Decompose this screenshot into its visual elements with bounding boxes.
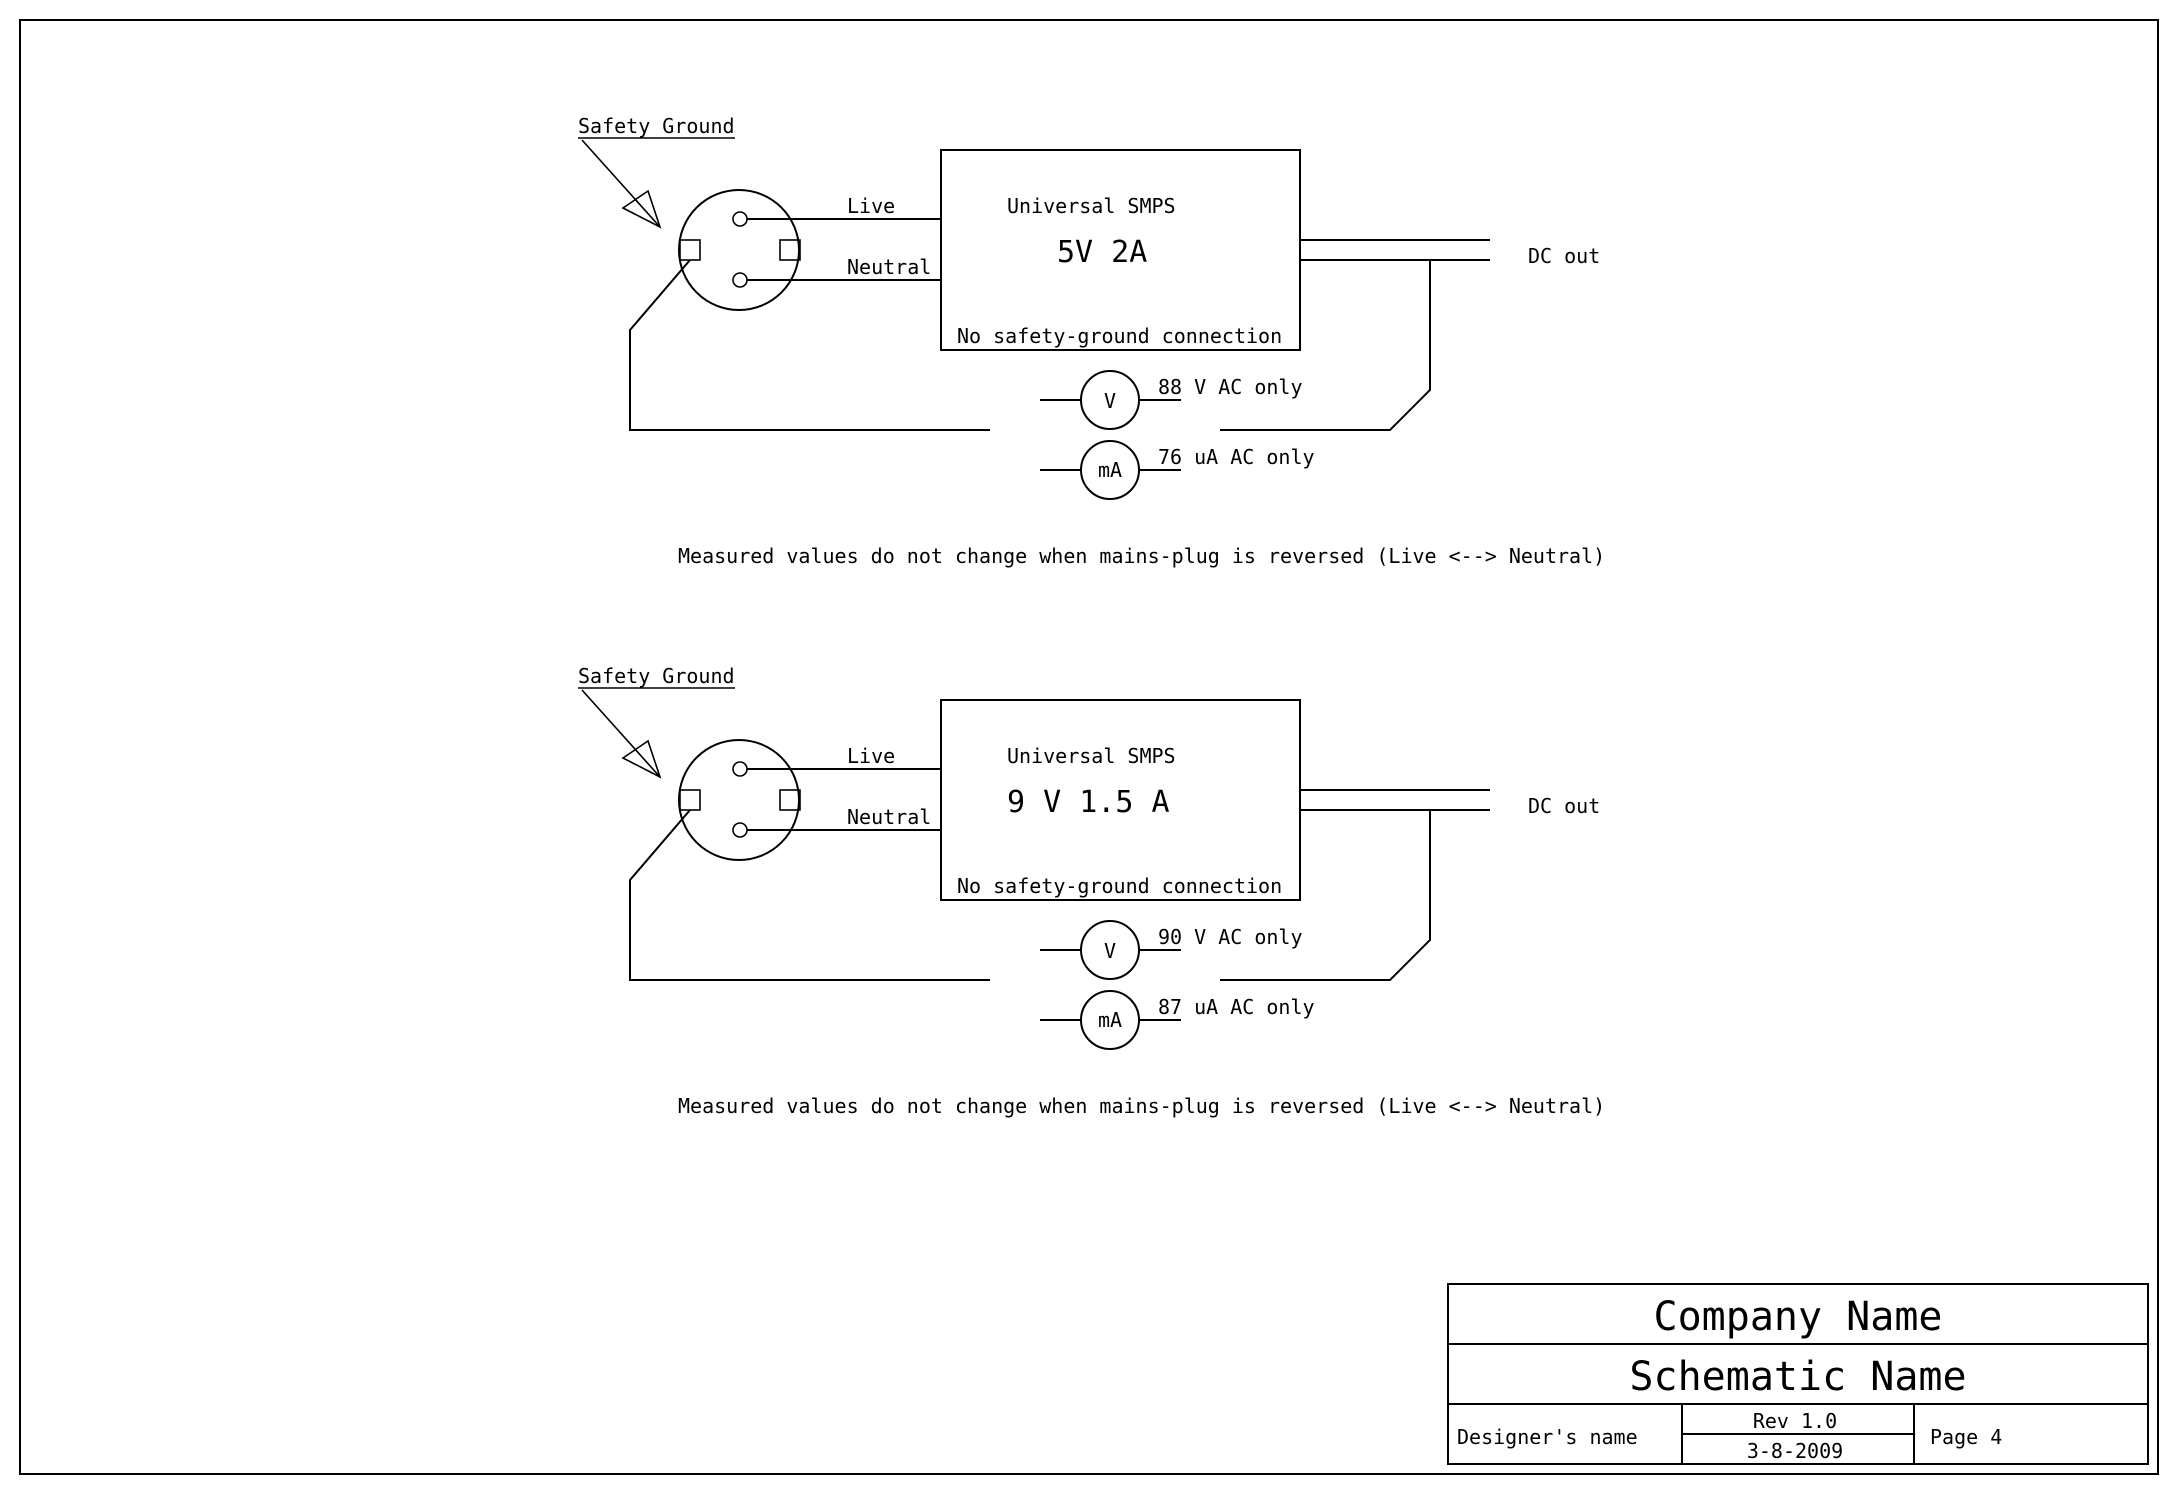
designer-name: Designer's name	[1457, 1425, 1638, 1449]
current-reading: 87 uA AC only	[1158, 995, 1315, 1019]
circuit-1: Safety Ground Live Neutral Universal SMP…	[578, 114, 1605, 568]
title-block: Company Name Schematic Name Designer's n…	[1447, 1283, 2149, 1465]
smps-box	[940, 149, 1301, 351]
mains-socket-icon	[678, 189, 801, 311]
company-name: Company Name	[1654, 1294, 1943, 1340]
measurement-note: Measured values do not change when mains…	[678, 1094, 1605, 1118]
neutral-label: Neutral	[847, 805, 931, 829]
smps-rating: 9 V 1.5 A	[1007, 785, 1170, 820]
arrow-head-icon	[621, 739, 662, 779]
live-label: Live	[847, 194, 895, 218]
safety-ground-label: Safety Ground	[578, 114, 735, 138]
current-reading: 76 uA AC only	[1158, 445, 1315, 469]
dc-out-label: DC out	[1528, 794, 1600, 818]
smps-note: No safety-ground connection	[957, 874, 1282, 898]
neutral-label: Neutral	[847, 255, 931, 279]
smps-box	[940, 699, 1301, 901]
svg-text:mA: mA	[1098, 458, 1122, 482]
mains-socket-icon	[678, 739, 801, 861]
svg-text:mA: mA	[1098, 1008, 1122, 1032]
voltage-reading: 88 V AC only	[1158, 375, 1303, 399]
smps-title: Universal SMPS	[1007, 194, 1176, 218]
revision: Rev 1.0	[1753, 1409, 1837, 1433]
page-number: Page 4	[1930, 1425, 2002, 1449]
measurement-note: Measured values do not change when mains…	[678, 544, 1605, 568]
safety-ground-label: Safety Ground	[578, 664, 735, 688]
svg-text:V: V	[1104, 389, 1116, 413]
arrow-head-icon	[621, 189, 662, 229]
live-label: Live	[847, 744, 895, 768]
svg-text:V: V	[1104, 939, 1116, 963]
schematic-name: Schematic Name	[1629, 1354, 1966, 1400]
smps-note: No safety-ground connection	[957, 324, 1282, 348]
circuit-2: Safety Ground Live Neutral Universal SMP…	[578, 664, 1605, 1118]
smps-title: Universal SMPS	[1007, 744, 1176, 768]
smps-rating: 5V 2A	[1057, 235, 1147, 270]
dc-out-label: DC out	[1528, 244, 1600, 268]
sheet-border	[19, 19, 2159, 1475]
voltage-reading: 90 V AC only	[1158, 925, 1303, 949]
date: 3-8-2009	[1747, 1439, 1843, 1463]
